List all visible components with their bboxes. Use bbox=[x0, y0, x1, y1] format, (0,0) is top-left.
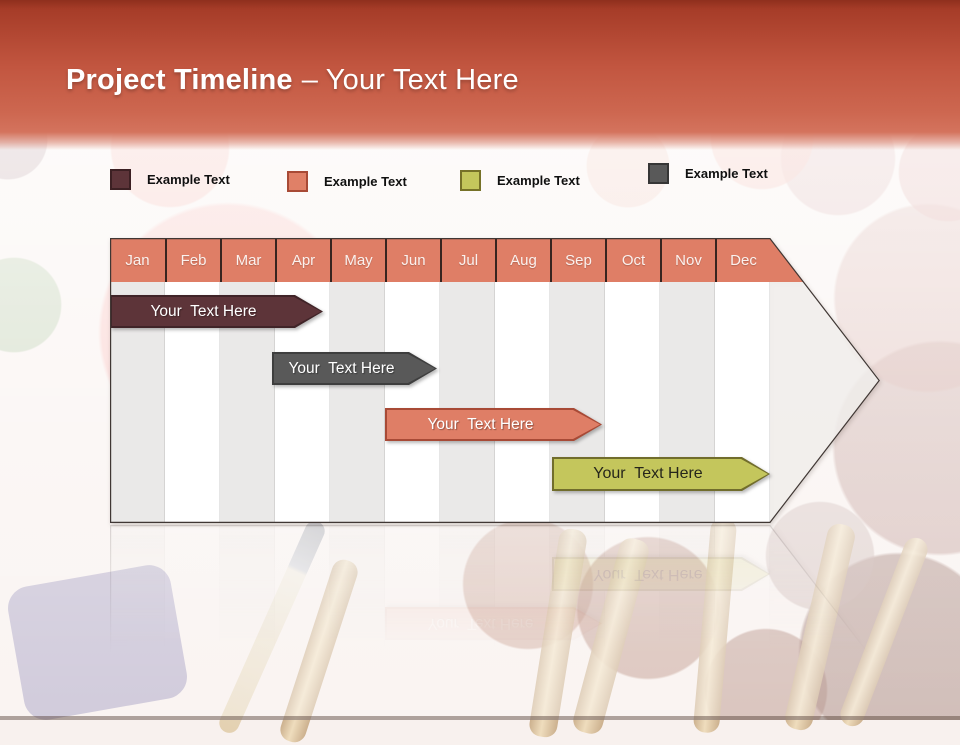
legend-swatch-maroon bbox=[110, 169, 131, 190]
month-header-dec: Dec bbox=[715, 238, 770, 282]
legend-item-3: Example Text bbox=[460, 170, 580, 191]
timeline-column bbox=[440, 282, 495, 523]
month-header-sep: Sep bbox=[550, 238, 605, 282]
month-header-mar: Mar bbox=[220, 238, 275, 282]
slide-title-bold: Project Timeline bbox=[66, 64, 293, 96]
month-header-aug: Aug bbox=[495, 238, 550, 282]
legend-item-4: Example Text bbox=[648, 163, 768, 184]
month-header-feb: Feb bbox=[165, 238, 220, 282]
legend-label: Example Text bbox=[685, 166, 768, 181]
task-bar-label: Your Text Here bbox=[593, 465, 703, 482]
legend-item-2: Example Text bbox=[287, 171, 407, 192]
legend-item-1: Example Text bbox=[110, 169, 230, 190]
month-header-row: Jan Feb Mar Apr May Jun Jul Aug Sep Oct … bbox=[110, 238, 810, 282]
legend-label: Example Text bbox=[497, 173, 580, 188]
timeline-arrow-body: Jan Feb Mar Apr May Jun Jul Aug Sep Oct … bbox=[110, 238, 880, 523]
timeline-column bbox=[330, 282, 385, 523]
slide-title: Project Timeline– Your Text Here bbox=[66, 64, 519, 97]
legend-label: Example Text bbox=[147, 172, 230, 187]
task-bar-label: Your Text Here bbox=[150, 302, 257, 320]
task-bar-2: Your Text Here bbox=[272, 352, 437, 385]
month-header-oct: Oct bbox=[605, 238, 660, 282]
timeline-column bbox=[385, 282, 440, 523]
month-header-may: May bbox=[330, 238, 385, 282]
task-bar-label: Your Text Here bbox=[288, 359, 395, 377]
legend-label: Example Text bbox=[324, 174, 407, 189]
legend-swatch-yellow-green bbox=[460, 170, 481, 191]
month-header-nov: Nov bbox=[660, 238, 715, 282]
month-header-jul: Jul bbox=[440, 238, 495, 282]
title-band bbox=[0, 0, 960, 150]
month-header-jun: Jun bbox=[385, 238, 440, 282]
task-bar-3: Your Text Here bbox=[385, 408, 602, 441]
legend-swatch-gray bbox=[648, 163, 669, 184]
task-bar-4: Your Text Here bbox=[552, 457, 770, 491]
task-bar-1: Your Text Here bbox=[110, 295, 323, 328]
timeline-column bbox=[495, 282, 550, 523]
legend-swatch-salmon bbox=[287, 171, 308, 192]
task-bar-label: Your Text Here bbox=[427, 415, 534, 433]
month-header-jan: Jan bbox=[125, 251, 150, 269]
timeline-chart: Jan Feb Mar Apr May Jun Jul Aug Sep Oct … bbox=[110, 238, 880, 523]
slide-title-subtitle: – Your Text Here bbox=[301, 64, 519, 96]
month-header-apr: Apr bbox=[275, 238, 330, 282]
slide-bottom-edge bbox=[0, 716, 960, 720]
